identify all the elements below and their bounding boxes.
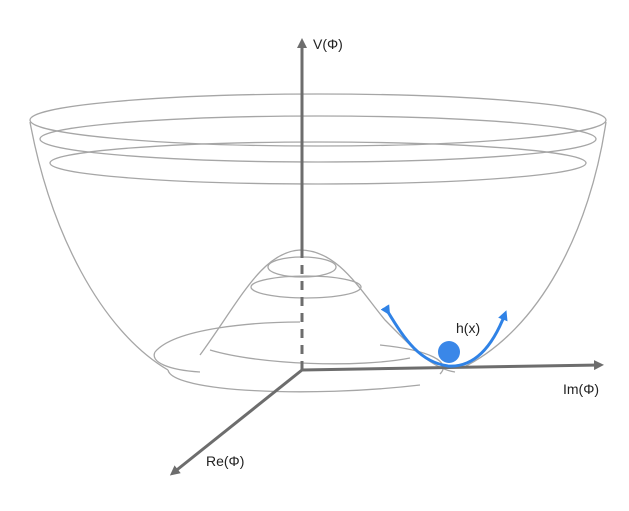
bowl-walls: [29, 121, 607, 371]
rim-ring-top: [29, 93, 607, 147]
excitation-curve: [380, 304, 508, 368]
bowl-right-wall: [461, 121, 607, 369]
central-hump: [199, 249, 456, 373]
bowl-left-wall: [29, 121, 169, 371]
field-ball: [438, 341, 460, 363]
trough-left-arc: [153, 351, 201, 373]
v-axis-label: V(Φ): [313, 36, 343, 52]
excitation-highlight: [380, 304, 508, 368]
trough-right-arc: [379, 344, 444, 375]
hump-ring-lower: [250, 275, 362, 299]
hump-base-arc: [209, 349, 411, 365]
rim-ring-lower: [49, 141, 587, 185]
axes: [169, 38, 604, 476]
hump-outline: [199, 249, 456, 373]
trough-back-arc: [154, 321, 301, 353]
re-axis-label: Re(Φ): [206, 453, 244, 469]
rim-ring-middle: [39, 115, 597, 163]
excitation-label: h(x): [456, 320, 480, 336]
trough-front-arc: [167, 369, 421, 393]
re-axis: [169, 368, 303, 476]
im-axis-label: Im(Φ): [563, 381, 599, 397]
bowl-rim-rings: [29, 93, 607, 185]
